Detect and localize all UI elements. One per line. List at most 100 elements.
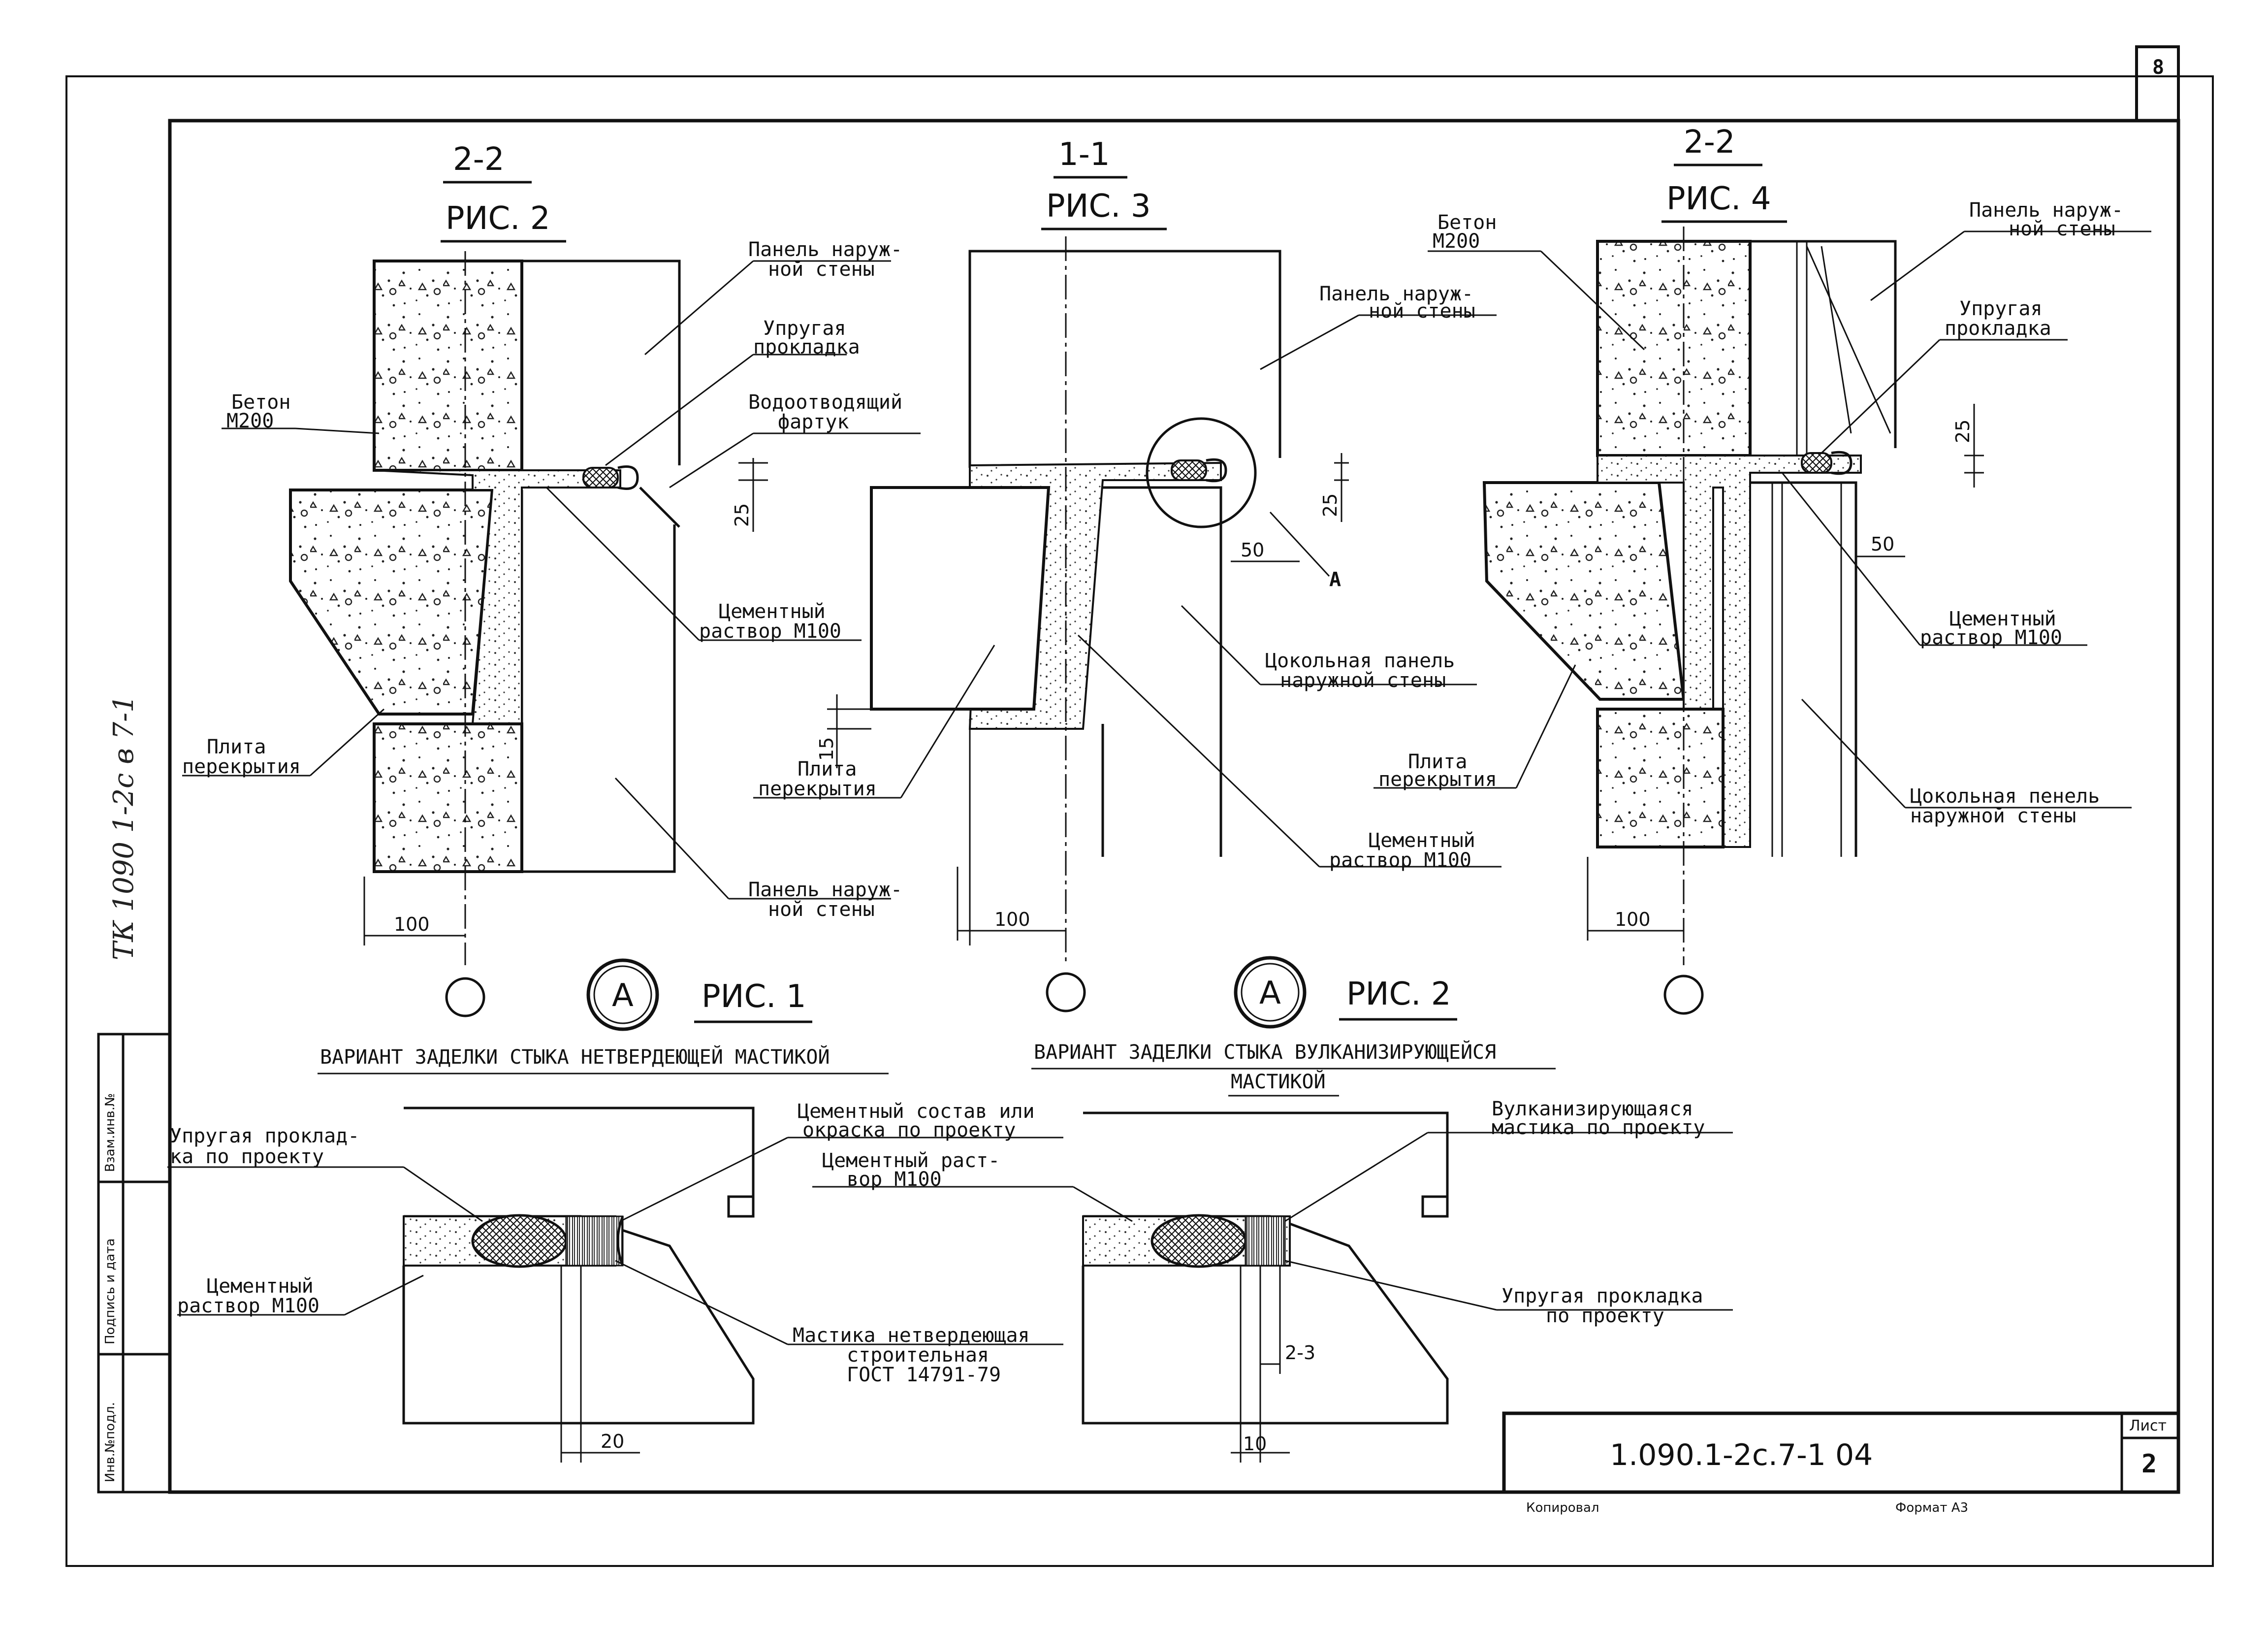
top-sheet-number: 8 (2152, 56, 2164, 79)
detail1-dim-20: 20 (601, 1431, 624, 1452)
fig-a-panel-bottom-2: ной стены (768, 898, 875, 921)
fig-a-dim-100: 100 (394, 913, 430, 935)
detail2-gasket (1150, 1214, 1247, 1268)
fig-c-panel-2: ной стены (2009, 218, 2115, 240)
fig-b-panel-1: Панель наруж- (1319, 283, 1473, 305)
fig-c-lower-panel (1596, 708, 1725, 848)
detail2-title: РИС. 2 (1346, 976, 1451, 1012)
detail2-marker: А (1259, 975, 1281, 1011)
fig-c-upper-panel (1596, 240, 1752, 457)
detail2-mastic (1245, 1215, 1286, 1267)
detail2-caption-2: МАСТИКОЙ (1231, 1070, 1326, 1093)
fig-c-slab-2: перекрытия (1378, 768, 1497, 791)
handwritten-code: ТК 1090 1-2с в 7-1 (108, 695, 140, 960)
fig-b-mortar-2: раствор М100 (1329, 849, 1471, 872)
detail1-mortar-2: раствор М100 (177, 1295, 319, 1317)
detail1-gasket-1: Упругая проклад- (170, 1125, 359, 1147)
detail2-gasket-1: Упругая прокладка (1501, 1285, 1703, 1307)
fig-c-mortar-1: Цементный (1949, 608, 2056, 630)
fig-a-upper-panel (373, 260, 523, 472)
detail1-mastic-3: ГОСТ 14791-79 (847, 1364, 1001, 1386)
fig-b-detail-circle (1146, 417, 1257, 528)
fig-c-section: 2-2 (1684, 124, 1735, 161)
fig-b-dim-50: 50 (1241, 539, 1264, 561)
fig-b-title: РИС. 3 (1046, 188, 1151, 225)
figure-ris2: 2-2 РИС. 2 100 25 (182, 141, 921, 1017)
title-sheet-label: Лист (2129, 1417, 2167, 1434)
fig-b-dim-15: 15 (816, 737, 837, 761)
fig-c-concrete-2: М200 (1433, 230, 1480, 253)
fig-a-lower-panel (373, 722, 523, 873)
fig-a-axis-marker (445, 977, 485, 1017)
title-code: 1.090.1-2с.7-1 04 (1610, 1438, 1873, 1472)
fig-a-dim-25: 25 (731, 503, 753, 527)
footer-format: Формат А3 (1895, 1500, 1968, 1515)
fig-c-concrete-1: Бетон (1437, 211, 1497, 234)
fig-c-dim-100: 100 (1615, 909, 1651, 930)
fig-a-concrete-1: Бетон (231, 391, 290, 414)
fig-c-title: РИС. 4 (1666, 181, 1771, 217)
fig-b-plinth-1: Цокольная панель (1265, 650, 1455, 672)
stamp-sign-date: Подпись и дата (103, 1238, 118, 1344)
fig-b-section: 1-1 (1058, 136, 1110, 173)
fig-a-gasket-1: Упругая (763, 317, 846, 340)
stamp-inv-no: Инв.№подл. (103, 1402, 118, 1482)
detail1-mastic (565, 1215, 624, 1267)
fig-c-dim-50: 50 (1871, 533, 1894, 555)
fig-c-mortar-2: раствор М100 (1920, 626, 2062, 649)
fig-c-dim-25: 25 (1952, 420, 1974, 443)
fig-b-callout: А (1329, 568, 1341, 591)
fig-b-slab-1: Плита (798, 758, 857, 781)
fig-c-slab-1: Плита (1408, 750, 1467, 773)
fig-a-gasket (582, 467, 619, 489)
stamp-replace-inv: Взам.инв.№ (103, 1093, 118, 1172)
fig-a-floor-slab (289, 489, 494, 716)
detail2-dim-23: 2-3 (1285, 1342, 1315, 1364)
fig-a-mortar-2: раствор М100 (699, 620, 841, 643)
fig-b-dim-25: 25 (1319, 493, 1341, 517)
fig-b-plinth-2: наружной стены (1280, 669, 1446, 692)
detail1-caption: ВАРИАНТ ЗАДЕЛКИ СТЫКА НЕТВЕРДЕЮЩЕЙ МАСТИ… (320, 1045, 830, 1069)
detail1-mastic-2: строительная (847, 1344, 989, 1367)
fig-a-panel-bottom-1: Панель наруж- (748, 879, 902, 901)
footer-copied: Копировал (1526, 1500, 1599, 1515)
fig-c-panel-1: Панель наруж- (1969, 199, 2123, 222)
detail2-marker-circle (1234, 956, 1307, 1029)
detail1-gasket-2: ка по проекту (170, 1145, 324, 1168)
fig-a-panel-top-2: ной стены (768, 258, 875, 281)
detail2-mastic-2: мастика по проекту (1492, 1116, 1705, 1139)
detail1-mastic-1: Мастика нетвердеющая (793, 1324, 1030, 1347)
detail2-mortar-2: вор М100 (847, 1168, 942, 1191)
title-sheet-no: 2 (2141, 1449, 2157, 1479)
fig-a-apron-1: Водоотводящий (748, 391, 902, 414)
fig-b-floor-slab (870, 486, 1051, 711)
detail1-compound-1: Цементный состав или (798, 1100, 1035, 1123)
fig-c-mortar (1597, 455, 1862, 848)
fig-b-upper-panel (968, 250, 1281, 468)
fig-a-mortar-1: Цементный (719, 600, 826, 623)
top-sheet-box (2135, 45, 2180, 122)
inner-frame (168, 119, 2180, 1494)
side-stamp: Инв.№подл. Подпись и дата Взам.инв.№ (97, 1033, 171, 1494)
fig-c-plinth-1: Цокольная пенель (1910, 785, 2100, 808)
detail2-mastic-1: Вулканизирующаяся (1492, 1098, 1693, 1120)
detail1-mortar-1: Цементный (207, 1275, 314, 1298)
detail2-dim-10: 10 (1243, 1433, 1267, 1455)
fig-b-slab-2: перекрытия (758, 778, 877, 800)
fig-a-title: РИС. 2 (446, 200, 550, 237)
detail-ris2: А РИС. 2 ВАРИАНТ ЗАДЕЛКИ СТЫКА ВУЛКАНИЗИ… (812, 956, 1733, 1463)
detail1-title: РИС. 1 (702, 978, 806, 1015)
detail-ris1: А РИС. 1 ВАРИАНТ ЗАДЕЛКИ СТЫКА НЕТВЕРДЕЮ… (167, 958, 1063, 1463)
fig-c-plinth-2: наружной стены (1910, 805, 2076, 827)
fig-c-floor-slab (1482, 481, 1686, 701)
detail2-caption-1: ВАРИАНТ ЗАДЕЛКИ СТЫКА ВУЛКАНИЗИРУЮЩЕЙСЯ (1034, 1040, 1496, 1064)
detail1-gasket (471, 1214, 568, 1268)
fig-c-gasket-2: прокладка (1945, 317, 2051, 340)
figure-ris4: 2-2 РИС. 4 100 25 50 (1374, 124, 2151, 1015)
fig-b-plinth-panel (1103, 486, 1222, 857)
fig-c-axis-marker (1663, 975, 1704, 1015)
title-block: 1.090.1-2с.7-1 04 Лист 2 (1502, 1411, 2180, 1494)
fig-b-dim-100: 100 (994, 909, 1030, 930)
fig-a-slab-1: Плита (207, 736, 266, 758)
